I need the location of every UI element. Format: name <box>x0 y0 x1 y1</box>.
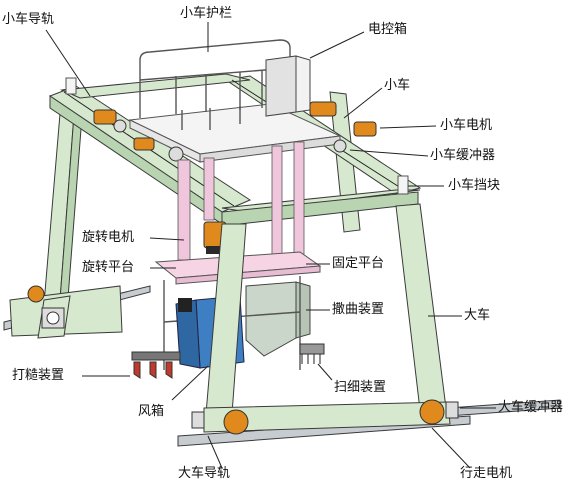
trolley-motor-3 <box>309 101 337 117</box>
trolley-stop-block-2 <box>65 77 77 95</box>
leader-lines <box>45 22 496 469</box>
control-box <box>265 55 311 117</box>
travel-motor-1 <box>223 409 249 435</box>
label-air-box: 风箱 <box>138 404 165 419</box>
gantry-frame-front <box>9 203 451 433</box>
pink-columns <box>177 141 305 261</box>
travel-motor-3 <box>27 285 45 303</box>
gantry-buffer <box>445 401 459 419</box>
label-trolley-motor: 小车电机 <box>440 118 493 133</box>
trolley-motor-2 <box>133 137 155 151</box>
label-trolley-guardrail: 小车护栏 <box>180 6 233 21</box>
label-gantry-buffer: 大车缓冲器 <box>498 400 564 415</box>
travel-motors <box>27 285 459 435</box>
trolley-motors <box>93 101 377 162</box>
trolley-stop-block <box>397 175 409 195</box>
fine-sweeper <box>299 343 325 364</box>
travel-motor-2 <box>419 399 445 425</box>
label-tilling-device: 打糙装置 <box>12 368 65 383</box>
label-fixed-platform: 固定平台 <box>332 256 385 271</box>
label-trolley-buffer: 小车缓冲器 <box>430 148 496 163</box>
label-control-box: 电控箱 <box>368 22 408 37</box>
label-fine-sweeper: 扫细装置 <box>334 380 387 395</box>
tilling-device <box>131 351 181 379</box>
trolley-motor-1 <box>93 109 117 125</box>
label-travel-motor: 行走电机 <box>460 466 513 481</box>
label-gantry: 大车 <box>464 308 491 323</box>
label-trolley: 小车 <box>384 78 411 93</box>
trolley-guardrail <box>139 39 291 130</box>
label-rotary-platform: 旋转平台 <box>82 260 135 275</box>
label-trolley-rail: 小车导轨 <box>2 12 55 27</box>
label-trolley-stop: 小车挡块 <box>448 178 501 193</box>
trolley-motor-4 <box>353 121 377 137</box>
label-rotary-motor: 旋转电机 <box>82 230 135 245</box>
label-gantry-rail: 大车导轨 <box>178 466 231 481</box>
label-koji-spreader: 撒曲装置 <box>332 302 385 317</box>
